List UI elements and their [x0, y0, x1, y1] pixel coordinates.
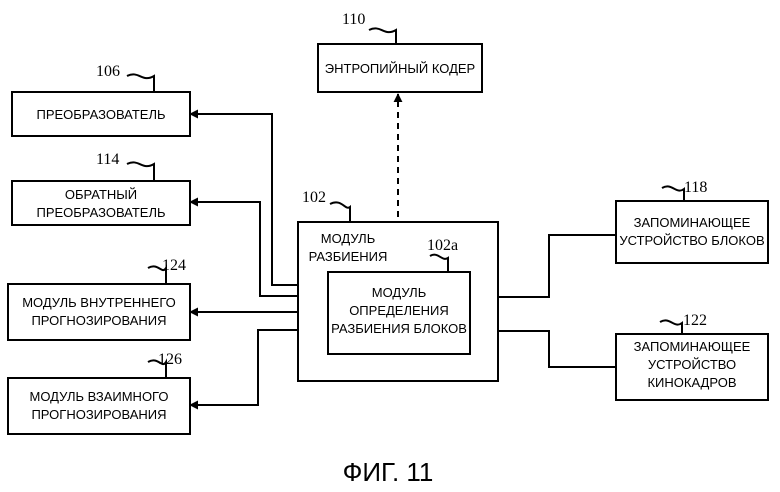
ref-122: 122: [683, 312, 707, 329]
partition-module-label-line2: РАЗБИЕНИЯ: [309, 249, 388, 264]
ref-102: 102: [302, 189, 326, 206]
inverse-transformer-label-line2: ПРЕОБРАЗОВАТЕЛЬ: [36, 205, 165, 220]
frame-memory-label-line2: УСТРОЙСТВО: [648, 357, 736, 372]
frame-memory-label-line3: КИНОКАДРОВ: [647, 375, 736, 390]
frame-memory-label-line1: ЗАПОМИНАЮЩЕЕ: [634, 339, 751, 354]
transformer-label: ПРЕОБРАЗОВАТЕЛЬ: [36, 107, 165, 122]
block-memory-label-line1: ЗАПОМИНАЮЩЕЕ: [634, 215, 751, 230]
ref-106: 106: [96, 63, 120, 80]
ref-124: 124: [162, 257, 186, 274]
ref-114: 114: [96, 151, 119, 168]
inverse-transformer-block: ОБРАТНЫЙ ПРЕОБРАЗОВАТЕЛЬ 114: [12, 151, 190, 225]
intra-prediction-label-line2: ПРОГНОЗИРОВАНИЯ: [31, 313, 166, 328]
transformer-block: ПРЕОБРАЗОВАТЕЛЬ 106: [12, 63, 190, 136]
inter-prediction-label-line1: МОДУЛЬ ВЗАИМНОГО: [30, 389, 169, 404]
inter-prediction-label-line2: ПРОГНОЗИРОВАНИЯ: [31, 407, 166, 422]
ref-leader-118: [662, 186, 684, 201]
block-partition-label-line2: ОПРЕДЕЛЕНИЯ: [349, 303, 449, 318]
ref-126: 126: [158, 351, 182, 368]
inverse-transformer-label-line1: ОБРАТНЫЙ: [65, 187, 137, 202]
ref-leader-122: [660, 320, 682, 334]
entropy-coder-block: ЭНТРОПИЙНЫЙ КОДЕР 110: [318, 11, 482, 92]
ref-102a: 102a: [427, 237, 458, 254]
inter-prediction-block: МОДУЛЬ ВЗАИМНОГО ПРОГНОЗИРОВАНИЯ 126: [8, 351, 190, 434]
ref-110: 110: [342, 11, 365, 28]
frame-memory-block: ЗАПОМИНАЮЩЕЕ УСТРОЙСТВО КИНОКАДРОВ 122: [616, 312, 768, 400]
figure-caption: ФИГ. 11: [343, 457, 434, 487]
intra-prediction-label-line1: МОДУЛЬ ВНУТРЕННЕГО: [22, 295, 176, 310]
entropy-coder-label: ЭНТРОПИЙНЫЙ КОДЕР: [325, 61, 475, 76]
block-memory-label-line2: УСТРОЙСТВО БЛОКОВ: [619, 233, 764, 248]
ref-118: 118: [684, 179, 707, 196]
ref-leader-114: [127, 162, 154, 181]
ref-leader-110: [369, 28, 396, 44]
block-memory-block: ЗАПОМИНАЮЩЕЕ УСТРОЙСТВО БЛОКОВ 118: [616, 179, 768, 263]
block-partition-label-line3: РАЗБИЕНИЯ БЛОКОВ: [331, 321, 467, 336]
block-partition-label-line1: МОДУЛЬ: [372, 285, 427, 300]
intra-prediction-block: МОДУЛЬ ВНУТРЕННЕГО ПРОГНОЗИРОВАНИЯ 124: [8, 257, 190, 340]
ref-leader-102: [330, 202, 350, 222]
partition-module-label-line1: МОДУЛЬ: [321, 231, 376, 246]
ref-leader-106: [127, 74, 154, 92]
